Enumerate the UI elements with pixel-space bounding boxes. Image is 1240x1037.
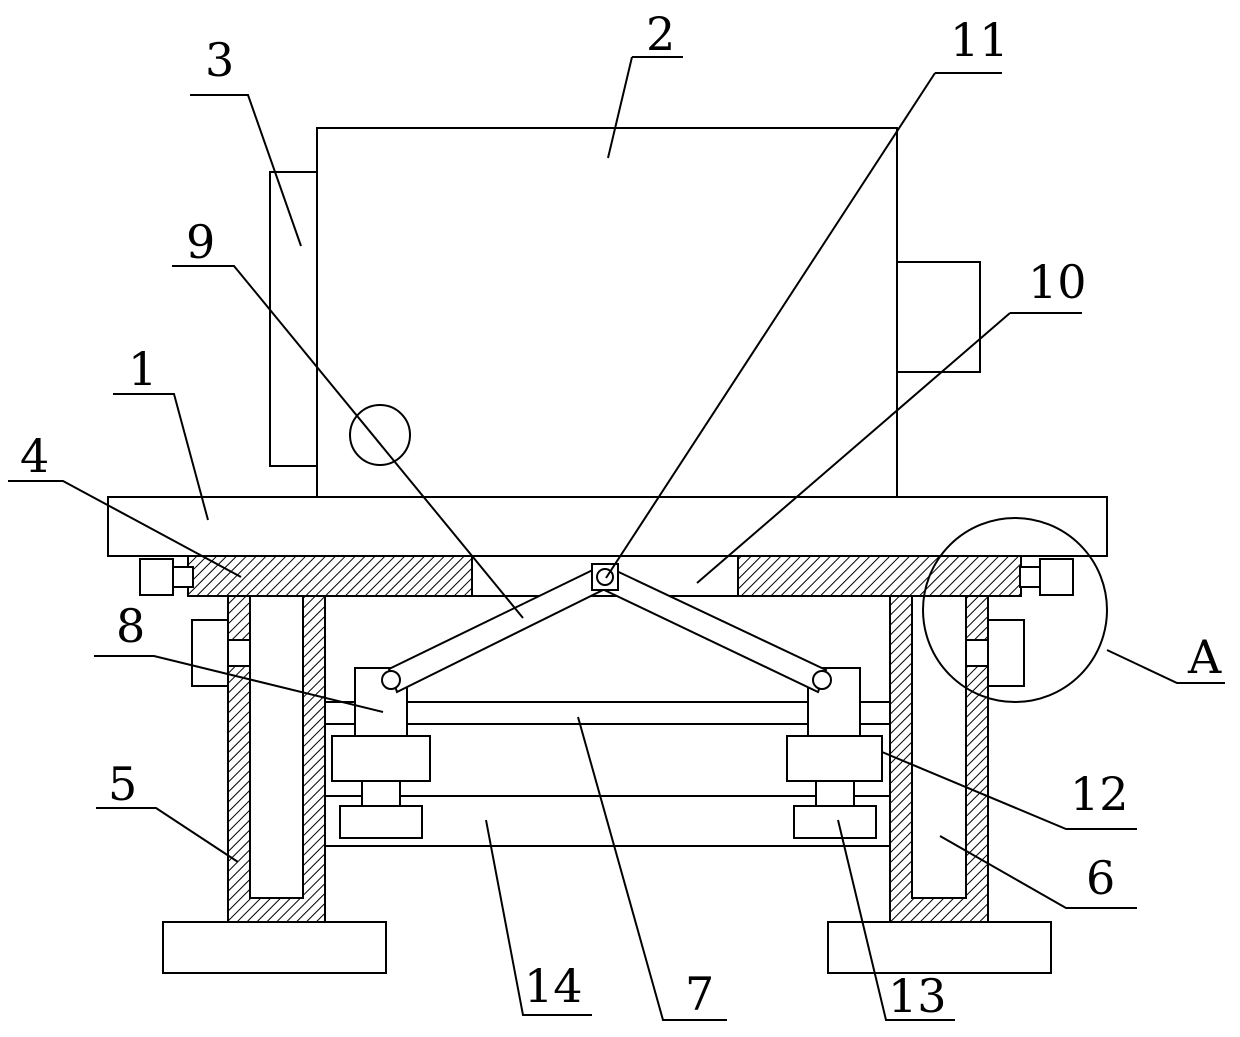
label-7: 7	[685, 967, 714, 1021]
leg-right-inner	[912, 596, 966, 898]
label-9: 9	[186, 215, 215, 269]
circle-knob	[350, 405, 410, 465]
foot-left	[163, 922, 386, 973]
rail-left	[188, 556, 472, 596]
label-6: 6	[1086, 851, 1115, 905]
label-10: 10	[1028, 255, 1087, 309]
end-block-left	[140, 559, 173, 595]
clamp-left-pin	[228, 640, 250, 666]
crossbar	[325, 702, 890, 724]
clamp-left	[192, 620, 228, 686]
label-3: 3	[205, 33, 234, 87]
label-a: A	[1187, 630, 1222, 684]
label-4: 4	[20, 429, 49, 483]
slider-stem-right	[816, 781, 854, 806]
leader-5	[96, 808, 238, 862]
pivot-right	[813, 671, 831, 689]
slider-foot-left	[340, 806, 422, 838]
top-plate	[108, 497, 1107, 556]
end-block-right	[1040, 559, 1073, 595]
foot-right	[828, 922, 1051, 973]
rail-right	[738, 556, 1021, 596]
label-14: 14	[524, 959, 583, 1013]
label-8: 8	[116, 599, 145, 653]
label-13: 13	[888, 969, 947, 1023]
label-1: 1	[128, 342, 157, 396]
pivot-left	[382, 671, 400, 689]
slider-base-left	[332, 736, 430, 781]
label-2: 2	[646, 7, 675, 61]
side-plate-right	[897, 262, 980, 372]
end-cap-left	[173, 567, 193, 587]
label-12: 12	[1070, 767, 1129, 821]
label-5: 5	[108, 757, 137, 811]
clamp-right	[988, 620, 1024, 686]
clamp-right-pin	[966, 640, 988, 666]
slider-stem-left	[362, 781, 400, 806]
slider-base-right	[787, 736, 882, 781]
leg-left-inner	[250, 596, 303, 898]
slider-foot-right	[794, 806, 876, 838]
end-cap-right	[1020, 567, 1040, 587]
label-11: 11	[950, 13, 1009, 67]
